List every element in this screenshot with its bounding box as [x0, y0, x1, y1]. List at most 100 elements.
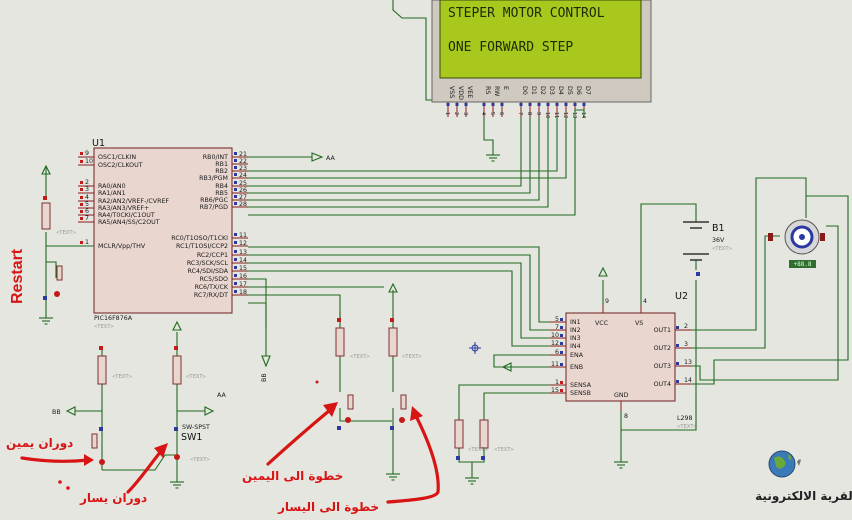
lcd-pin-number: 1 [444, 112, 450, 115]
lcd-pin-dot [519, 103, 523, 106]
u1-body [93, 147, 233, 314]
u1-right-pin-num: 25 [239, 180, 247, 187]
text-placeholders: <TEXT> <TEXT> <TEXT> <TEXT> <TEXT> <TEXT… [56, 230, 515, 463]
u1-right-pin-label: RB0/INT [203, 154, 228, 161]
lcd-pin-number: 12 [562, 112, 568, 118]
u1-right-pin-num: 11 [239, 232, 247, 239]
lcd-pin-label: E [502, 86, 509, 90]
sw1-spst-switch[interactable]: SW1 SW-SPST [181, 424, 210, 443]
u2-left-pin-num: 12 [551, 340, 559, 347]
u1-right-pins: 21RB0/INT22RB123RB224RB3/PGM25RB426RB527… [171, 151, 248, 299]
u1-right-pin-num: 15 [239, 265, 247, 272]
rotate-right-annotation: دوران يمين [6, 436, 73, 451]
arrow-step-left [386, 414, 440, 504]
lcd-pin-label: D4 [557, 86, 564, 95]
step-left-annotation: خطوة الى اليسار [277, 500, 379, 515]
battery-value-label: 36V [712, 237, 725, 244]
svg-text:<TEXT>: <TEXT> [350, 354, 371, 360]
contact-dots [43, 196, 700, 465]
u2-left-pin-num: 7 [555, 324, 559, 331]
lcd-pin-label: D7 [584, 86, 591, 95]
net-label-bb-left: BB [52, 409, 61, 416]
sw1-ref-label: SW1 [181, 432, 202, 443]
svg-text:<TEXT>: <TEXT> [468, 447, 489, 453]
stepper-motor[interactable]: +88.8 [768, 219, 825, 268]
u1-left-pin-num: 7 [85, 215, 89, 222]
lcd-pin-number: 13 [571, 112, 577, 118]
lcd-pin-dot [464, 103, 468, 106]
lcd-pin-label: D1 [530, 86, 537, 95]
battery-b1[interactable]: B1 36V <TEXT> [683, 221, 733, 261]
u2-top-pin-label-2: VS [635, 320, 643, 327]
wires [45, 0, 849, 482]
u2-left-pin-label: ENA [570, 352, 584, 359]
u2-right-pin-num: 2 [684, 323, 688, 330]
lcd-pin-dot [528, 103, 532, 106]
u1-microcontroller[interactable]: U1 9OSC1/CLKIN10OSC2/CLKOUT2RA0/AN03RA1/… [78, 138, 248, 330]
u1-right-pin-num: 16 [239, 273, 247, 280]
lcd-pin-label: VEE [466, 86, 473, 98]
u1-right-pin-label: RB1 [215, 161, 228, 168]
u1-right-pin-label: RB2 [215, 168, 228, 175]
u1-right-pin-label: RC5/SDO [200, 276, 228, 283]
motor-value-box [789, 260, 816, 268]
u1-right-pin-label: RC1/T1OSI/CCP2 [176, 243, 228, 250]
pushbutton-switches[interactable] [56, 265, 407, 449]
u1-left-pin-label: RA2/AN2/VREF-/CVREF [98, 198, 169, 205]
u1-right-pin-num: 23 [239, 165, 247, 172]
u1-part-label: PIC16F876A [94, 315, 133, 322]
arrow-step-right [266, 408, 332, 466]
u1-right-pin-label: RC6/TX/CK [195, 284, 229, 291]
u1-right-pin-num: 27 [239, 194, 247, 201]
u1-right-pin-label: RC0/T1OSO/T1CKI [171, 235, 228, 242]
u2-left-pin-label: IN3 [570, 335, 581, 342]
u2-bottom-pin-num: 8 [624, 413, 628, 420]
u1-right-pin-num: 12 [239, 240, 247, 247]
lcd-pin-label: D6 [575, 86, 582, 95]
u2-part-label: L298 [677, 415, 693, 422]
watermark: القرية الالكترونية [755, 450, 852, 504]
u1-left-pin-label: RA4/T0CKI/C1OUT [98, 212, 155, 219]
lcd-pin-number: 6 [498, 112, 504, 115]
lcd-pin-label: VSS [448, 86, 455, 98]
lcd-pin-number: 10 [544, 112, 550, 118]
u1-ref-label: U1 [92, 138, 105, 149]
u2-text-placeholder: <TEXT> [677, 424, 698, 430]
lcd-pin-number: 4 [480, 112, 486, 115]
lcd-pin-dot [491, 103, 495, 106]
net-labels: AA AA BB BB [52, 155, 335, 416]
u1-left-pin-label: RA5/AN4/SS/C2OUT [98, 219, 160, 226]
restart-annotation: Restart [9, 248, 26, 304]
lcd-pin-dot [537, 103, 541, 106]
u1-left-pin-label: RA3/AN3/VREF+ [98, 205, 149, 212]
u1-right-pin-label: RC3/SCK/SCL [187, 260, 229, 267]
u2-right-pin-num: 13 [684, 359, 692, 366]
u1-left-pin-num: 5 [85, 201, 89, 208]
lcd-pin-label: D5 [566, 86, 573, 95]
u1-right-pin-num: 22 [239, 158, 247, 165]
u1-right-pin-num: 28 [239, 201, 247, 208]
sw1-part-label: SW-SPST [182, 424, 210, 431]
svg-text:<TEXT>: <TEXT> [56, 230, 77, 236]
u2-left-pin-num: 15 [551, 387, 559, 394]
power-arrows [41, 152, 608, 416]
u1-right-pin-num: 13 [239, 249, 247, 256]
lcd-pin-number: 11 [553, 112, 559, 118]
u1-right-pin-label: RC4/SDI/SDA [188, 268, 229, 275]
u1-right-pin-label: RB4 [215, 183, 228, 190]
u1-left-pin-num: 9 [85, 150, 89, 157]
motor-value: +88.8 [793, 261, 811, 268]
lcd-pin-dot [546, 103, 550, 106]
lcd-pin-dot [573, 103, 577, 106]
lcd-pin-label: D2 [539, 86, 546, 95]
u2-left-pin-num: 6 [555, 349, 559, 356]
u2-right-pin-num: 3 [684, 341, 688, 348]
lcd-pin-number: 14 [580, 112, 586, 118]
u1-left-pin-label: OSC2/CLKOUT [98, 162, 143, 169]
lcd-pin-dot [500, 103, 504, 106]
lcd-module[interactable]: STEPER MOTOR CONTROL ONE FORWARD STEP VS… [431, 0, 652, 118]
u2-ref-label: U2 [675, 291, 688, 302]
lcd-pin-dot [446, 103, 450, 106]
